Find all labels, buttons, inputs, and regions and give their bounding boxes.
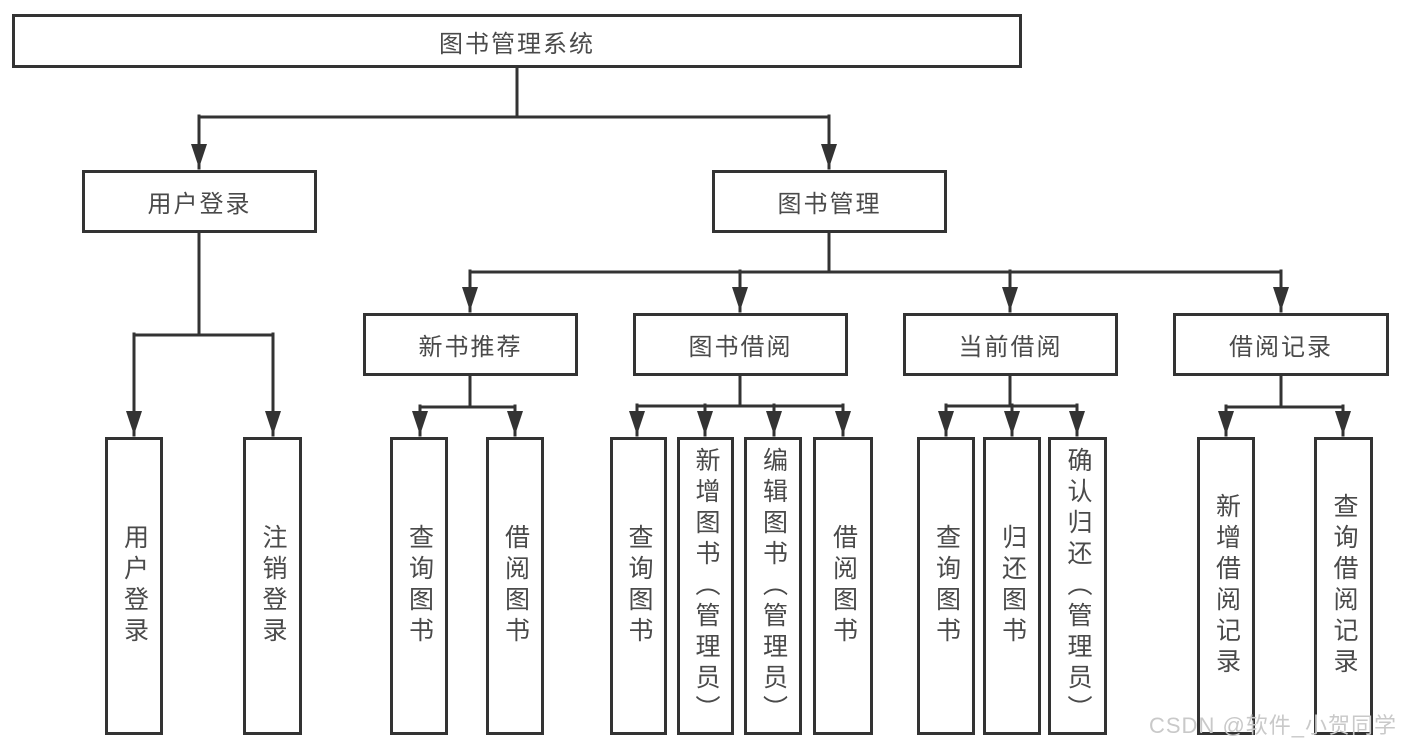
leaf-label: 归还图书 bbox=[998, 524, 1027, 648]
leaf-label: 确认归还（管理员） bbox=[1064, 446, 1092, 726]
leaf-add-borrow-record: 新增借阅记录 bbox=[1197, 437, 1255, 735]
node-label: 图书管理 bbox=[777, 191, 882, 218]
leaf-borrow-books: 借阅图书 bbox=[813, 437, 873, 735]
leaf-logout: 注销登录 bbox=[243, 437, 302, 735]
leaf-current-query-books: 查询图书 bbox=[917, 437, 975, 735]
node-label: 当前借阅 bbox=[958, 334, 1063, 361]
leaf-label: 新增借阅记录 bbox=[1212, 493, 1241, 679]
leaf-label: 借阅图书 bbox=[501, 524, 530, 648]
leaf-label: 新增图书（管理员） bbox=[692, 446, 720, 726]
node-borrow-records: 借阅记录 bbox=[1173, 313, 1389, 376]
leaf-return-books: 归还图书 bbox=[983, 437, 1041, 735]
csdn-watermark: CSDN @软件_小贺同学 bbox=[1149, 713, 1398, 738]
leaf-label: 编辑图书（管理员） bbox=[759, 446, 788, 726]
node-book-borrow: 图书借阅 bbox=[633, 313, 848, 376]
node-new-book-recommend: 新书推荐 bbox=[363, 313, 578, 376]
leaf-confirm-return-admin: 确认归还（管理员） bbox=[1048, 437, 1107, 735]
leaf-label: 注销登录 bbox=[259, 524, 287, 648]
leaf-query-borrow-record: 查询借阅记录 bbox=[1314, 437, 1373, 735]
leaf-label: 查询图书 bbox=[405, 524, 434, 648]
leaf-user-login: 用户登录 bbox=[105, 437, 163, 735]
leaf-label: 查询图书 bbox=[625, 524, 653, 648]
leaf-label: 查询图书 bbox=[932, 524, 961, 648]
node-label: 图书借阅 bbox=[688, 334, 793, 361]
node-library-management-system: 图书管理系统 bbox=[12, 14, 1022, 68]
leaf-borrow-query-books: 查询图书 bbox=[610, 437, 667, 735]
node-label: 图书管理系统 bbox=[439, 30, 595, 58]
node-label: 新书推荐 bbox=[418, 334, 523, 361]
leaf-label: 查询借阅记录 bbox=[1330, 493, 1358, 679]
leaf-label: 借阅图书 bbox=[829, 524, 858, 648]
leaf-recommend-query-books: 查询图书 bbox=[390, 437, 448, 735]
node-book-management: 图书管理 bbox=[712, 170, 947, 233]
node-current-borrow: 当前借阅 bbox=[903, 313, 1118, 376]
leaf-add-book-admin: 新增图书（管理员） bbox=[677, 437, 734, 735]
leaf-edit-book-admin: 编辑图书（管理员） bbox=[744, 437, 802, 735]
node-label: 用户登录 bbox=[147, 191, 252, 218]
leaf-label: 用户登录 bbox=[120, 524, 149, 648]
node-label: 借阅记录 bbox=[1229, 334, 1333, 361]
node-user-login: 用户登录 bbox=[82, 170, 317, 233]
leaf-recommend-borrow-books: 借阅图书 bbox=[486, 437, 544, 735]
